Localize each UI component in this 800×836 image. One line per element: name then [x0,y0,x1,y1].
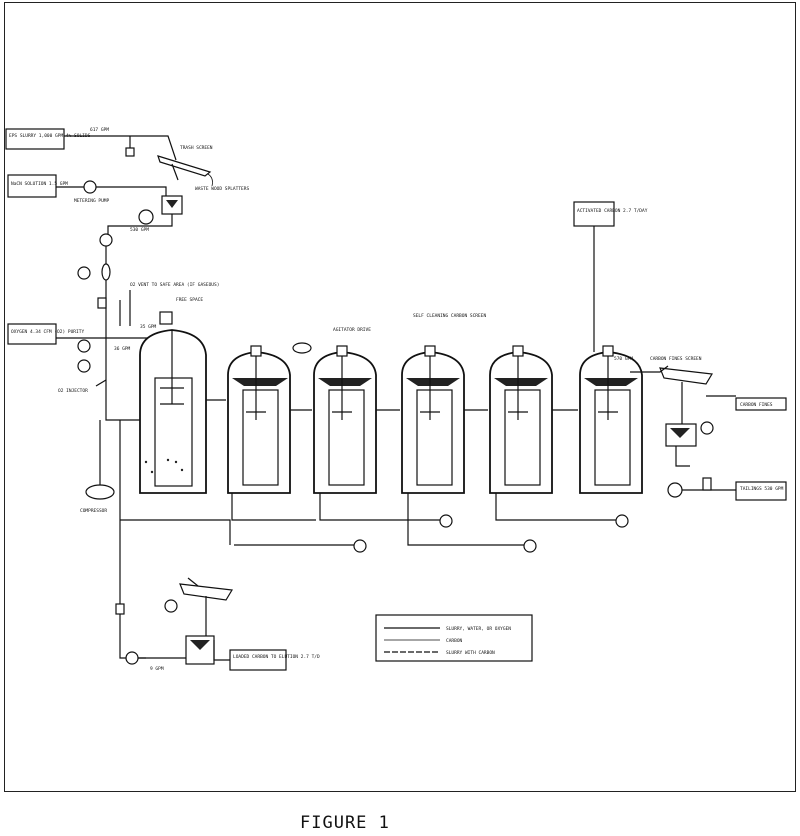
compressor-icon [85,484,115,500]
loaded-carbon-screen [179,583,233,601]
carbon-fines-screen-label: CARBON FINES SCREEN [650,356,702,362]
o2-injector-label: O2 INJECTOR [58,388,88,394]
cip-tank-6 [579,345,643,494]
pump-icon [99,233,113,247]
carbon-fines-screen [659,367,713,385]
feed-box-label: EPS SLURRY 1,000 GPM 4% SOLIDS [9,133,91,139]
tailings-box: TAILINGS 530 GPM [735,481,787,501]
activated-carbon-label: ACTIVATED CARBON 2.7 T/DAY [577,208,648,214]
nacn-box-label: NaCN SOLUTION 1.5 GPM [11,181,68,187]
eps-slurry-feed-box: EPS SLURRY 1,000 GPM 4% SOLIDS [5,128,91,150]
metering-pump-label: METERING PUMP [74,198,110,204]
flow-36-label: 36 GPM [114,346,131,352]
free-space-label: FREE SPACE [176,297,203,303]
legend-slurry-carbon-label: SLURRY WITH CARBON [446,650,495,656]
legend-carbon-label: CARBON [446,638,463,644]
o2-vent-label: O2 VENT TO SAFE AREA (IF GASEOUS) [130,282,219,288]
carbon-fines-box: CARBON FINES [735,397,787,411]
self-cleaning-label: SELF CLEANING CARBON SCREEN [413,313,486,319]
tailings-pump-icon [667,482,683,498]
flow-530-label: 530 GPM [130,227,149,233]
cip-tank-5 [489,345,553,494]
trash-screen: TRASH SCREEN [157,145,213,181]
agitator-drive-icon [292,342,312,354]
trash-screen-label: TRASH SCREEN [180,145,213,151]
flow-570-label: 570 GPM [614,356,633,362]
agitator-drive-label: AGITATOR DRIVE [333,327,371,333]
cip-tank-2 [227,345,291,494]
legend-slurry-label: SLURRY, WATER, OR OXYGEN [446,626,511,632]
waste-wood-label: WASTE WOOD SPLATTERS [195,186,249,192]
process-flow-diagram: EPS SLURRY 1,000 GPM 4% SOLIDS 617 GPM T… [5,127,787,672]
cip-tank-3 [313,345,377,494]
tailings-label: TAILINGS 530 GPM [740,486,784,492]
compressor-label: COMPRESSOR [80,508,107,514]
flow-35-label: 35 GPM [140,324,157,330]
feed-flow-label: 617 GPM [90,127,109,133]
activated-carbon-box: ACTIVATED CARBON 2.7 T/DAY [573,201,648,227]
loaded-carbon-label: LOADED CARBON TO ELUTION 2.7 T/D [233,654,320,660]
oxygen-box: OXYGEN 4.34 CFM (O2) PURITY [7,323,84,345]
nacn-solution-box: NaCN SOLUTION 1.5 GPM [7,174,68,198]
figure-border [4,2,796,792]
cip-tank-4 [401,345,465,494]
flow-indicator-icon [138,209,154,225]
figure-caption: FIGURE 1 [300,813,390,833]
carbon-fines-label: CARBON FINES [740,402,773,408]
flow-9-label: 9 GPM [150,666,164,672]
line-legend: SLURRY, WATER, OR OXYGEN CARBON SLURRY W… [375,614,533,662]
oxygen-box-label: OXYGEN 4.34 CFM (O2) PURITY [11,329,84,335]
loaded-carbon-box: LOADED CARBON TO ELUTION 2.7 T/D [229,649,320,671]
metering-pump-icon [83,180,97,194]
indicator-icon [77,266,91,280]
leach-tank-1 [139,311,207,494]
